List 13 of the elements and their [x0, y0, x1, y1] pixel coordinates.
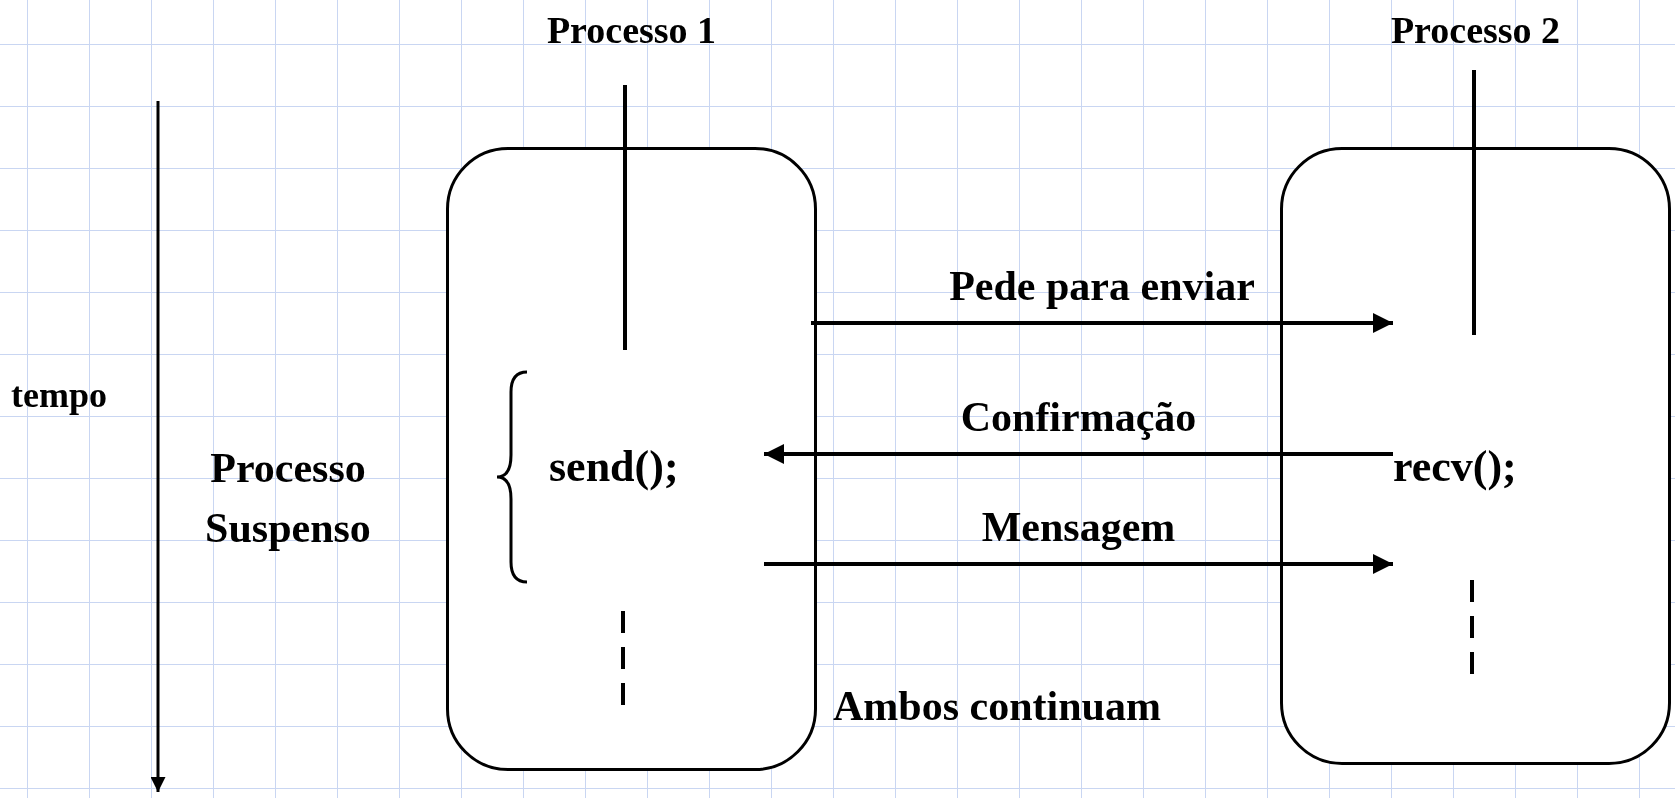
state-label: Processo Suspenso [204, 444, 372, 553]
axis-label: tempo [11, 374, 107, 416]
arrow [811, 313, 1393, 333]
arrow [764, 444, 1393, 464]
process-title: Processo 1 [546, 8, 717, 52]
note-label: Ambos continuam [833, 682, 1161, 730]
process-title: Processo 2 [1390, 8, 1561, 52]
function-call: recv(); [1393, 297, 1583, 637]
function-call: send(); [549, 297, 764, 637]
arrow [764, 554, 1393, 574]
edge-label: Confirmação [960, 393, 1197, 441]
edge-label: Pede para enviar [949, 262, 1255, 310]
edge-label: Mensagem [981, 503, 1176, 551]
